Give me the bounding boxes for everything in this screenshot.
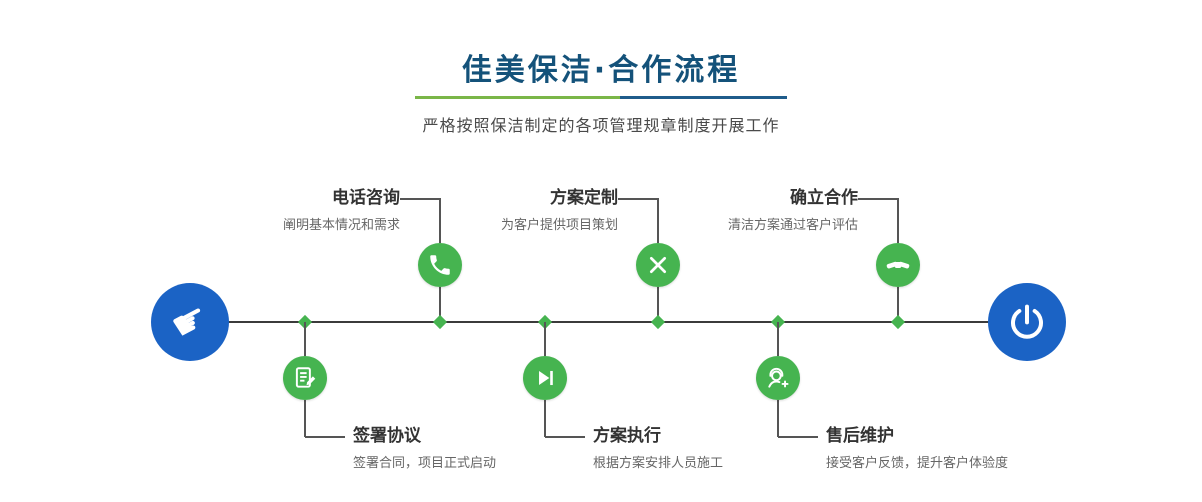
title-divider: [415, 96, 787, 99]
step-desc: 清洁方案通过客户评估: [727, 218, 858, 233]
page-title: 佳美保洁·合作流程: [461, 53, 741, 88]
connector-line: [439, 198, 441, 243]
step-node-plan: [636, 243, 680, 287]
connector-line: [618, 198, 658, 200]
step-node-contract: [283, 356, 327, 400]
connector-line: [897, 287, 899, 322]
connector-line: [657, 287, 659, 322]
connector-line: [400, 198, 440, 200]
step-title: 方案执行: [593, 426, 661, 446]
power-icon: [1007, 302, 1047, 342]
connector-line: [897, 198, 899, 243]
connector-line: [544, 322, 546, 356]
handshake-icon: [885, 252, 911, 278]
timeline-diamond: [432, 314, 448, 330]
connector-line: [305, 436, 345, 438]
step-node-execute: [523, 356, 567, 400]
step-label-contract: 签署协议 签署合同，项目正式启动: [353, 425, 633, 473]
step-label-execute: 方案执行 根据方案安排人员施工: [593, 425, 873, 473]
connector-line: [439, 287, 441, 322]
step-desc: 阐明基本情况和需求: [282, 218, 400, 233]
step-title: 确立合作: [790, 188, 858, 208]
step-desc: 签署合同，项目正式启动: [353, 456, 497, 471]
pointing-hand-icon: ☛: [163, 293, 217, 351]
phone-icon: [427, 252, 453, 278]
step-node-phone: [418, 243, 462, 287]
timeline-line: [190, 321, 1027, 323]
step-desc: 根据方案安排人员施工: [593, 456, 724, 471]
connector-line: [777, 400, 779, 437]
step-title: 签署协议: [353, 426, 421, 446]
timeline-diamond: [650, 314, 666, 330]
step-node-cooperate: [876, 243, 920, 287]
timeline-end-endpoint: [988, 283, 1066, 361]
step-title: 电话咨询: [332, 188, 400, 208]
connector-line: [304, 322, 306, 356]
step-title: 方案定制: [550, 188, 618, 208]
connector-line: [777, 322, 779, 356]
headset-icon: [765, 365, 791, 391]
page-subtitle: 严格按照保洁制定的各项管理规章制度开展工作: [422, 116, 780, 135]
divider-blue-segment: [619, 96, 787, 99]
step-label-aftersale: 售后维护 接受客户反馈，提升客户体验度: [826, 425, 1106, 473]
divider-green-segment: [415, 96, 620, 99]
play-icon: [532, 365, 558, 391]
step-label-cooperate: 确立合作 清洁方案通过客户评估: [638, 187, 858, 235]
timeline-diamond: [890, 314, 906, 330]
step-label-phone: 电话咨询 阐明基本情况和需求: [180, 187, 400, 235]
connector-line: [545, 436, 585, 438]
connector-line: [858, 198, 898, 200]
step-node-aftersale: [756, 356, 800, 400]
connector-line: [544, 400, 546, 437]
connector-line: [304, 400, 306, 437]
pen-ruler-icon: [645, 252, 671, 278]
contract-icon: [292, 365, 318, 391]
connector-line: [778, 436, 818, 438]
step-title: 售后维护: [826, 426, 894, 446]
step-desc: 接受客户反馈，提升客户体验度: [826, 456, 1009, 471]
step-desc: 为客户提供项目策划: [500, 218, 618, 233]
step-label-plan: 方案定制 为客户提供项目策划: [398, 187, 618, 235]
connector-line: [657, 198, 659, 243]
timeline-start-endpoint: ☛: [151, 283, 229, 361]
